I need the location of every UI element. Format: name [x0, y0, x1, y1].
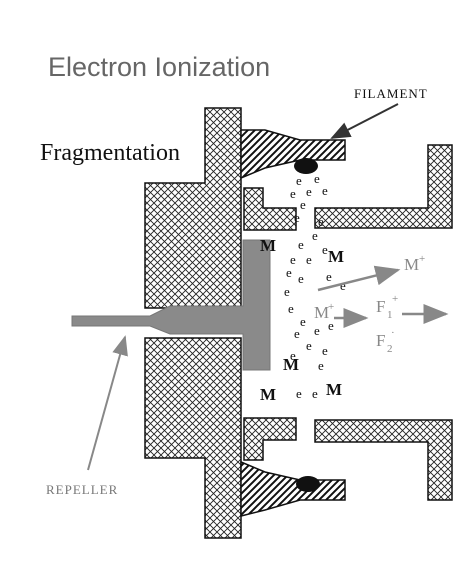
- electron-slit-lower: [243, 417, 297, 461]
- electron: e: [284, 284, 290, 299]
- electron: e: [296, 173, 302, 188]
- diagram-subtitle: Fragmentation: [40, 140, 180, 166]
- electron: e: [294, 326, 300, 341]
- electron: e: [288, 301, 294, 316]
- electron: e: [290, 252, 296, 267]
- electron: e: [340, 278, 346, 293]
- neutral-molecule: M: [260, 385, 276, 404]
- filament-holder-upper: [240, 129, 346, 180]
- fragment-radical-2-dot: ·: [391, 327, 395, 339]
- mid-ion-charge: +: [328, 301, 334, 313]
- fragment-radical-2-subscript: 2: [387, 343, 393, 355]
- electron: e: [322, 343, 328, 358]
- electron: e: [306, 338, 312, 353]
- electron: e: [300, 314, 306, 329]
- electron: e: [298, 237, 304, 252]
- electron: e: [314, 171, 320, 186]
- neutral-molecule: M: [260, 236, 276, 255]
- filament-lower: [296, 476, 320, 492]
- electron-slit-upper: [243, 187, 297, 231]
- electron: e: [326, 269, 332, 284]
- electron-cloud: e e e e e e e e e e e e e e e e e e e e …: [284, 171, 346, 401]
- fragment-ion-1-charge: +: [392, 293, 398, 305]
- fragment-ion-1-label: F: [376, 297, 385, 316]
- electron: e: [286, 265, 292, 280]
- filament-label: FILAMENT: [354, 86, 428, 101]
- filament-upper: [294, 158, 318, 174]
- neutral-molecule: M: [326, 380, 342, 399]
- electron: e: [314, 323, 320, 338]
- molecular-ion-path-arrow: [317, 265, 401, 292]
- exit-electrode-lower: [314, 419, 453, 501]
- left-source-block-upper: [144, 107, 242, 309]
- electron: e: [306, 252, 312, 267]
- filament-pointer-arrow: [330, 103, 399, 139]
- left-source-block-lower: [144, 337, 242, 539]
- electron: e: [312, 386, 318, 401]
- exit-electrode-upper: [314, 144, 453, 229]
- molecular-ion-label: M: [404, 255, 419, 274]
- fragment-radical-2-label: F: [376, 331, 385, 350]
- electron: e: [290, 186, 296, 201]
- electron: e: [312, 228, 318, 243]
- repeller-pointer-arrow: [87, 335, 128, 471]
- electron: e: [306, 184, 312, 199]
- neutral-molecule: M: [328, 247, 344, 266]
- electron: e: [298, 271, 304, 286]
- electron: e: [318, 214, 324, 229]
- repeller-label: REPELLER: [46, 482, 118, 497]
- electron: e: [294, 210, 300, 225]
- electron: e: [328, 318, 334, 333]
- electron: e: [300, 197, 306, 212]
- electron: e: [296, 386, 302, 401]
- filament-holder-lower: [240, 460, 346, 517]
- molecular-ion-charge: +: [419, 253, 425, 265]
- mid-ion-label: M: [314, 303, 329, 322]
- repeller-plate: [71, 239, 271, 371]
- electron: e: [322, 183, 328, 198]
- electron: e: [322, 242, 328, 257]
- electron: e: [318, 358, 324, 373]
- diagram-title: Electron Ionization: [48, 52, 270, 82]
- neutral-molecule: M: [283, 355, 299, 374]
- electron: e: [290, 348, 296, 363]
- fragment-ion-1-subscript: 1: [387, 309, 393, 321]
